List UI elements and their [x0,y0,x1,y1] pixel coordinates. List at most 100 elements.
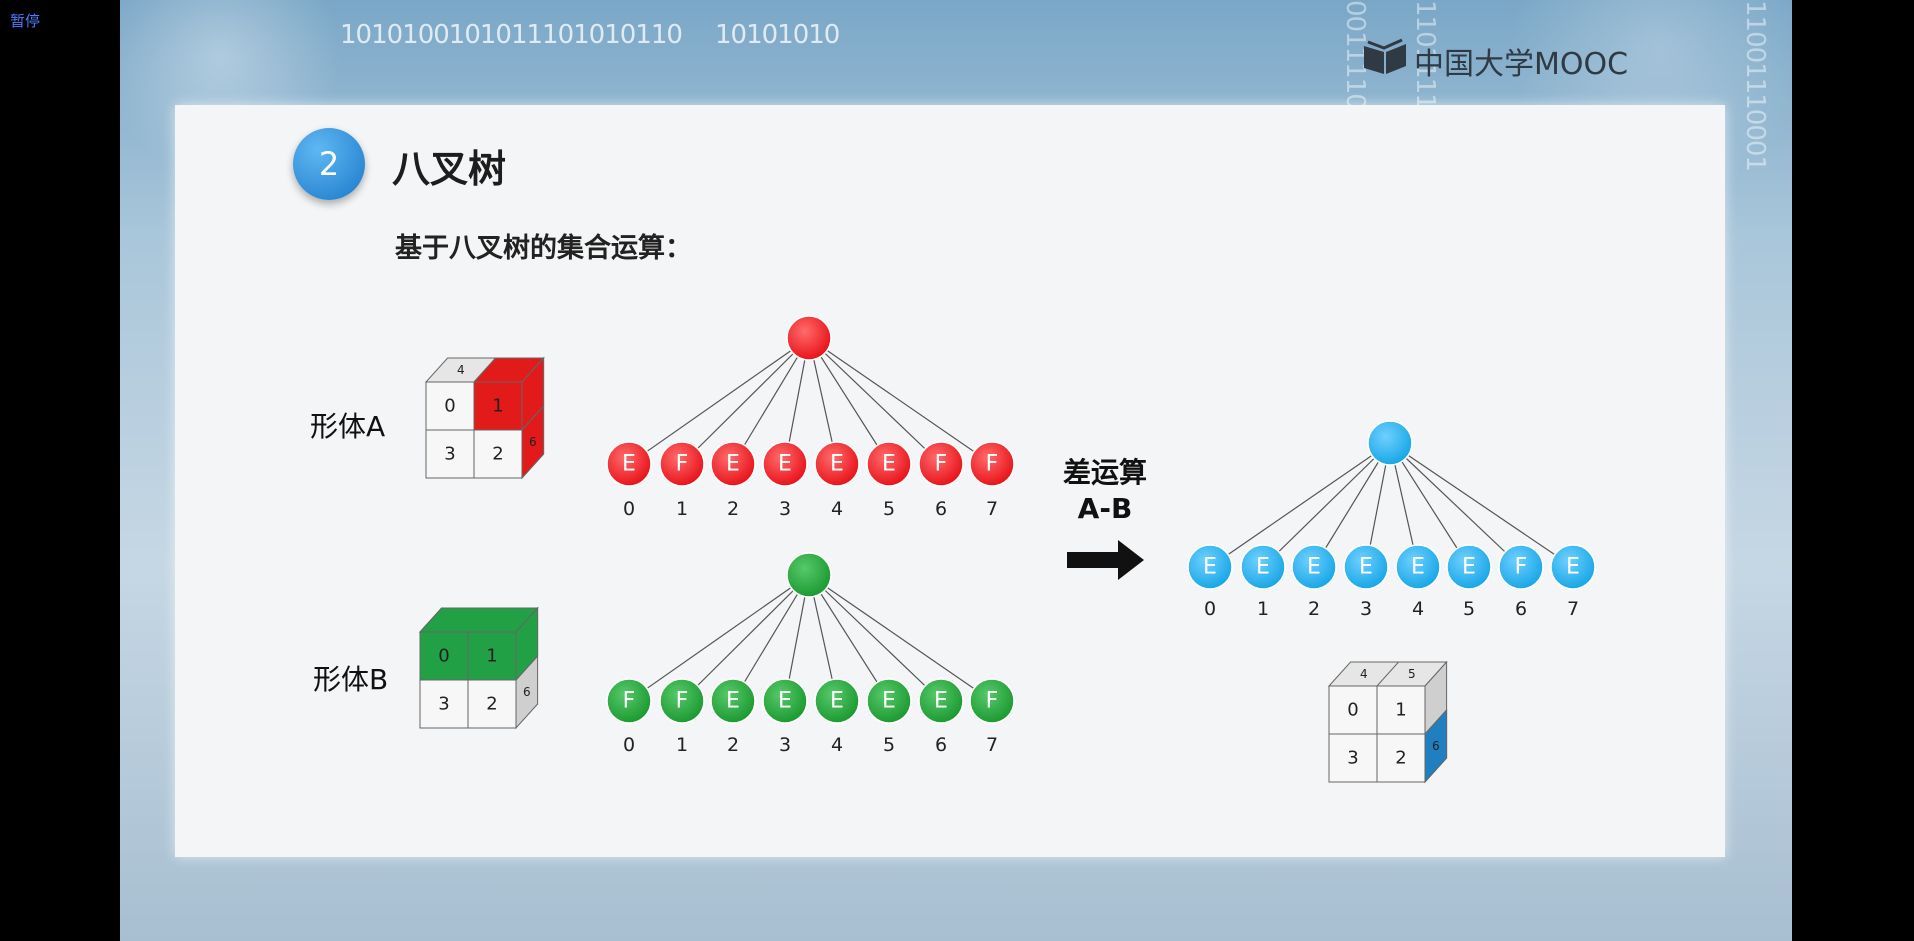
tree-leaf-index: 4 [1412,598,1424,620]
tree-leaf-index: 5 [883,734,895,756]
cube-front-cell [1328,733,1378,783]
tree-edge [1389,442,1470,568]
tree-edge [1313,442,1391,568]
tree-leaf-label: E [830,452,844,477]
cube-cell-label: 4 [457,363,465,377]
cube-front-cell [1376,733,1426,783]
tree-leaf-node [918,678,964,724]
tree-leaf-node [1550,544,1596,590]
mooc-logo: 中国大学MOOC [1362,38,1629,84]
tree-edge [808,337,890,465]
cube-cell-label: 6 [529,435,537,449]
tree-leaf-index: 2 [727,498,739,520]
tree-leaf-node [1395,544,1441,590]
tree-leaf-index: 1 [1257,598,1269,620]
section-title: 八叉树 [392,147,507,191]
cube-cell-label: 3 [444,444,455,465]
tree-leaf-label: F [676,689,689,714]
tree-root-node [1367,420,1413,466]
tree-leaf-index: 0 [623,498,635,520]
cube-cell-label: 6 [523,685,531,699]
tree-root-node [786,315,832,361]
tree-leaf-label: E [1566,555,1580,580]
cube-cell-label: 3 [1347,748,1358,769]
tree-edge [808,574,942,702]
tree-edge [1262,442,1391,568]
tree-leaf-node [659,678,705,724]
tree-leaf-label: E [726,452,740,477]
pause-label[interactable]: 暂停 [10,12,41,30]
tree-leaf-index: 5 [883,498,895,520]
shape-b-label: 形体B [313,663,389,696]
tree-leaf-label: E [1203,555,1217,580]
cube-cell-label: 6 [1432,739,1440,753]
binary-decoration-vertical-3: 11001110001 [1740,0,1770,171]
tree-leaf-index: 5 [1463,598,1475,620]
tree-leaf-index: 6 [935,734,947,756]
tree-leaf-node [866,678,912,724]
cube-cell-label: 1 [486,646,497,667]
tree-leaf-index: 4 [831,734,843,756]
cube-cell-label: 0 [1347,700,1358,721]
tree-leaf-label: E [882,689,896,714]
tree-leaf-node [606,441,652,487]
tree-edge [628,574,810,702]
tree-leaf-label: E [830,689,844,714]
tree-leaf-node [814,441,860,487]
book-logo-icon [1362,38,1408,84]
tree-edge [808,574,890,702]
binary-decoration-top: 1010100101011101010110 [340,20,683,50]
cube-highlight-side [521,404,545,480]
tree-leaf-label: E [1256,555,1270,580]
tree-leaf-label: F [1515,555,1528,580]
tree-leaf-index: 2 [1308,598,1320,620]
tree-leaf-label: F [676,452,689,477]
tree-root-node [786,552,832,598]
tree-leaf-label: E [778,452,792,477]
tree-leaf-label: E [1462,555,1476,580]
tree-leaf-node [762,441,808,487]
cube-cell-label: 2 [492,444,503,465]
tree-leaf-label: E [622,452,636,477]
tree-leaf-node [969,441,1015,487]
cube-front-cell [419,631,469,681]
binary-decoration-top-2: 10101010 [715,20,840,50]
tree-edge [1389,442,1522,568]
tree-leaf-index: 0 [623,734,635,756]
tree-leaf-node [659,441,705,487]
cube-front-cell [425,381,475,431]
cube-front-cell [419,679,469,729]
tree-edge [681,337,810,465]
tree-leaf-node [1446,544,1492,590]
tree-leaf-index: 1 [676,498,688,520]
tree-edge [732,574,810,702]
tree-edge [808,337,993,465]
logo-text: 中国大学MOOC [1414,47,1629,82]
tree-edge [681,574,810,702]
cube-cell-label: 2 [1395,748,1406,769]
tree-leaf-node [1291,544,1337,590]
section-number-badge: 2 [293,128,365,200]
tree-leaf-label: F [986,689,999,714]
tree-leaf-label: F [623,689,636,714]
operation-label: 差运算 A-B [1060,455,1150,527]
cube-cell-label: 1 [1395,700,1406,721]
tree-leaf-index: 2 [727,734,739,756]
tree-leaf-node [1343,544,1389,590]
right-arrow-icon [1067,540,1144,580]
cube-cell-label: 2 [486,694,497,715]
tree-leaf-node [918,441,964,487]
tree-leaf-index: 0 [1204,598,1216,620]
tree-leaf-index: 1 [676,734,688,756]
tree-leaf-node [1240,544,1286,590]
tree-edge [628,337,810,465]
tree-leaf-label: F [986,452,999,477]
tree-leaf-node [814,678,860,724]
